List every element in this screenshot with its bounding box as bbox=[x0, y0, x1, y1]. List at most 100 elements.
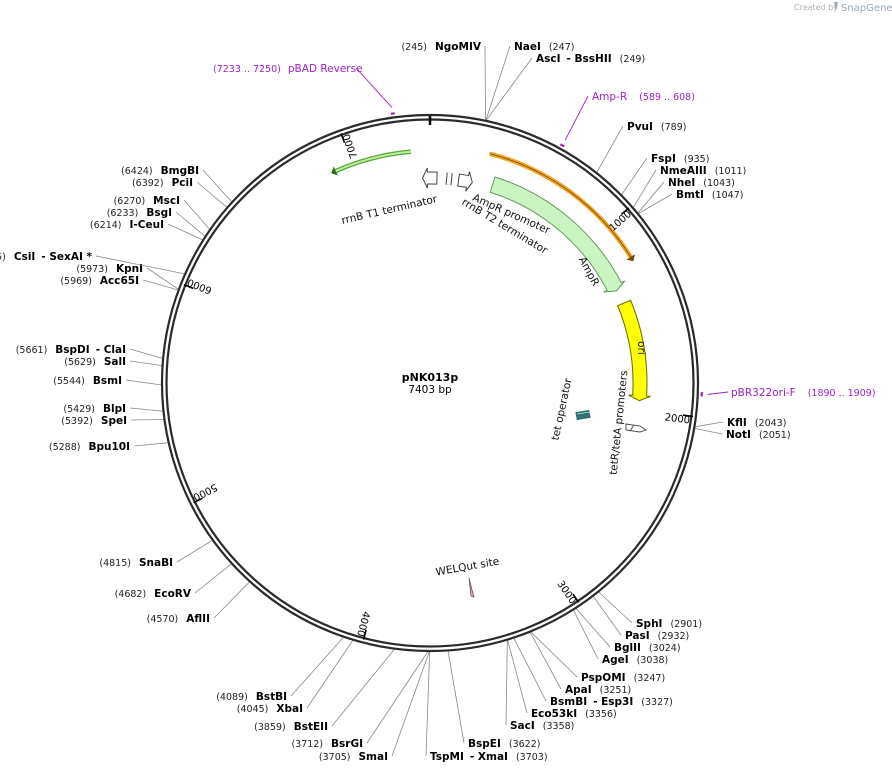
enzyme-site[interactable]: PvuI(789) bbox=[596, 121, 686, 173]
enzyme-site[interactable]: (4682)EcoRV bbox=[115, 563, 232, 600]
svg-text:(5969)Acc65I: (5969)Acc65I bbox=[60, 275, 139, 287]
enzyme-site[interactable]: (5392)SpeI bbox=[61, 415, 164, 427]
enzyme-site[interactable]: (3712)BsrGI bbox=[291, 651, 428, 750]
AmpR-feature[interactable] bbox=[489, 176, 626, 293]
enzyme-site[interactable]: (3859)BstEII bbox=[254, 649, 395, 733]
enzyme-name: BstEII bbox=[294, 721, 328, 733]
enzyme-site[interactable]: (6214)I-CeuI bbox=[90, 219, 203, 241]
enzyme-site[interactable]: (6233)BsgI bbox=[107, 207, 205, 237]
enzyme-site[interactable]: (5969)Acc65I bbox=[60, 275, 178, 291]
enzyme-site[interactable]: (245)NgoMIV bbox=[401, 41, 486, 120]
enzyme-name: SmaI bbox=[359, 751, 389, 763]
enzyme-site[interactable]: BspEI(3622) bbox=[447, 651, 540, 750]
tet-promoters-glyph[interactable] bbox=[625, 423, 648, 433]
enzyme-site[interactable]: NmeAIII(1011) bbox=[633, 165, 747, 208]
enzyme-site[interactable]: PspOMI (3247) bbox=[530, 631, 666, 684]
enzyme-site[interactable]: (5429)BlpI bbox=[63, 403, 163, 415]
svg-text:(4570)AflII: (4570)AflII bbox=[147, 613, 210, 625]
enzyme-position: (3247) bbox=[634, 673, 666, 684]
enzyme-position: (5629) bbox=[64, 357, 96, 368]
tick-label: 4000 bbox=[354, 610, 371, 637]
enzyme-site[interactable]: FspI(935) bbox=[621, 153, 710, 195]
orange-feature-arc[interactable] bbox=[489, 151, 634, 259]
enzyme-name: SpeI bbox=[101, 415, 127, 427]
enzyme-site[interactable]: SphI(2901) bbox=[598, 591, 702, 630]
enzyme-site[interactable]: PasI(2932) bbox=[593, 596, 689, 642]
enzyme-position: (5661) bbox=[16, 345, 48, 356]
ori-feature[interactable] bbox=[617, 299, 651, 402]
enzyme-site[interactable]: KflI (2043) bbox=[695, 417, 786, 429]
enzyme-site[interactable]: BsmBI- Esp3I(3327) bbox=[513, 638, 673, 708]
enzyme-site[interactable]: (5544)BsmI bbox=[53, 375, 162, 387]
enzyme-site[interactable]: (4815)SnaBI bbox=[99, 540, 213, 569]
primer-position: (589 .. 608) bbox=[639, 92, 695, 103]
enzyme-site[interactable]: (5288)Bpu10I bbox=[49, 441, 168, 453]
enzyme-name: Acc65I bbox=[100, 275, 139, 287]
enzyme-site[interactable]: (3705)SmaI bbox=[319, 651, 430, 763]
enzyme-site[interactable]: NheI(1043) bbox=[637, 177, 735, 213]
enzyme-site[interactable]: (6424)BmgBI bbox=[121, 165, 232, 202]
enzyme-position: (2043) bbox=[755, 418, 787, 429]
enzyme-position: (2051) bbox=[759, 430, 791, 441]
tick-mark bbox=[362, 629, 367, 640]
svg-text:(4045)XbaI: (4045) XbaI bbox=[237, 703, 303, 715]
enzyme-site[interactable]: (6270)MscI bbox=[114, 195, 210, 230]
enzyme-site[interactable]: (5629)SalI bbox=[64, 356, 162, 368]
enzyme-isoschizomer: - BssHII bbox=[567, 53, 612, 65]
svg-text:(7233 .. 7250)pBAD Reverse: (7233 .. 7250)pBAD Reverse bbox=[213, 63, 363, 75]
WELQut-site-marker[interactable] bbox=[468, 577, 475, 598]
enzyme-site[interactable]: TspMI- XmaI(3703) bbox=[425, 651, 548, 763]
svg-text:(4815)SnaBI: (4815)SnaBI bbox=[99, 557, 173, 569]
enzyme-site[interactable]: (4570)AflII bbox=[147, 581, 250, 625]
tick-label: 1000 bbox=[608, 209, 634, 234]
enzyme-site[interactable]: ApaI(3251) bbox=[530, 632, 632, 696]
enzyme-position: (1043) bbox=[703, 178, 735, 189]
enzyme-name: PspOMI bbox=[581, 672, 626, 684]
enzyme-site[interactable]: AscI- BssHII(249) bbox=[486, 53, 645, 121]
enzyme-site[interactable]: (5661) BspDI - ClaI bbox=[16, 344, 163, 359]
enzyme-position: (3251) bbox=[600, 685, 632, 696]
tet-operator-marker[interactable] bbox=[575, 409, 591, 421]
enzyme-name: TspMI bbox=[430, 751, 464, 763]
rrnB-T2-arrow-feature[interactable] bbox=[421, 167, 438, 189]
enzyme-name: XbaI bbox=[276, 703, 303, 715]
svg-text:(3859)BstEII: (3859)BstEII bbox=[254, 721, 328, 733]
rrnB-T1-terminator-arc[interactable] bbox=[333, 149, 411, 174]
enzyme-site[interactable]: NotI(2051) bbox=[695, 428, 791, 441]
primer-binding-site[interactable]: (7233 .. 7250)pBAD Reverse bbox=[213, 63, 395, 115]
primer-binding-site[interactable]: Amp-R(589 .. 608) bbox=[559, 91, 695, 148]
enzyme-name: KflI bbox=[727, 417, 747, 429]
enzyme-position: (5429) bbox=[63, 404, 95, 415]
enzyme-site[interactable]: (6045)CsiI- SexAI * bbox=[0, 251, 185, 275]
enzyme-position: (4089) bbox=[216, 692, 248, 703]
enzyme-name: BspDI bbox=[55, 344, 89, 356]
enzyme-site[interactable]: NaeI(247) bbox=[485, 41, 574, 121]
enzyme-position: (4045) bbox=[237, 704, 269, 715]
enzyme-site[interactable]: (5973)KpnI bbox=[76, 263, 179, 290]
orange-arrowhead-icon bbox=[626, 254, 635, 262]
enzyme-site[interactable]: SacI(3358) bbox=[505, 640, 574, 732]
svg-text:Amp-R(589 .. 608): Amp-R(589 .. 608) bbox=[592, 91, 695, 103]
enzyme-site[interactable]: Eco53kI(3356) bbox=[507, 640, 617, 720]
svg-text:FspI(935): FspI(935) bbox=[651, 153, 709, 165]
enzyme-site[interactable]: BmtI(1047) bbox=[638, 189, 744, 214]
svg-text:(6214)I-CeuI: (6214)I-CeuI bbox=[90, 219, 164, 231]
plasmid-name: pNK013p bbox=[402, 371, 459, 384]
enzyme-site[interactable]: (4045) XbaI bbox=[237, 640, 354, 715]
enzyme-isoschizomer: - ClaI bbox=[96, 344, 126, 356]
svg-text:(5973)KpnI: (5973)KpnI bbox=[76, 263, 143, 275]
primer-binding-site[interactable]: pBR322ori-F(1890 .. 1909) bbox=[700, 387, 876, 399]
AmpR-promoter-feature[interactable] bbox=[457, 171, 473, 192]
enzyme-site[interactable]: AgeI(3038) bbox=[573, 610, 669, 666]
enzyme-site[interactable]: (6392)PciI bbox=[132, 177, 227, 208]
enzyme-position: (6214) bbox=[90, 220, 122, 231]
enzyme-site[interactable]: BglII(3024) bbox=[575, 608, 681, 654]
svg-text:Eco53kI(3356): Eco53kI(3356) bbox=[531, 708, 617, 720]
enzyme-name: KpnI bbox=[116, 263, 143, 275]
svg-text:(5629)SalI: (5629)SalI bbox=[64, 356, 126, 368]
enzyme-position: (3024) bbox=[649, 643, 681, 654]
enzyme-site[interactable]: (4089)BstBI bbox=[216, 637, 344, 703]
enzyme-name: NaeI bbox=[514, 41, 541, 53]
